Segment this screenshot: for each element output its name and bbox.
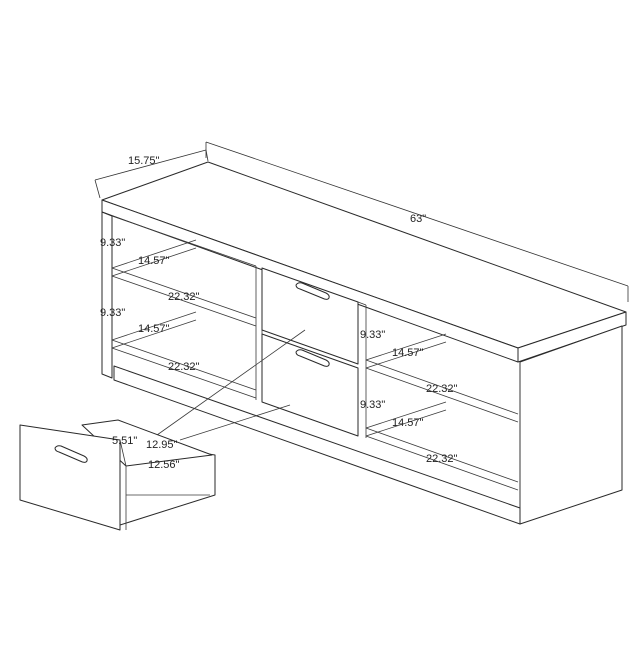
cabinet-top-side-edge <box>517 311 627 363</box>
shelf-width-lower-left-label: 22.32" <box>168 361 200 373</box>
right-compartment <box>365 333 519 491</box>
upper-drawer-handle <box>295 282 330 300</box>
shelf-depth-lower-right-label: 14.57" <box>392 417 424 429</box>
width-label: 63" <box>410 213 426 225</box>
shelf-depth-upper-right-label: 14.57" <box>392 347 424 359</box>
detail-leader-lines <box>149 329 306 441</box>
drawer-detail-handle <box>54 445 88 463</box>
drawer-detail-front <box>19 424 121 531</box>
shelf-depth-lower-left-label: 14.57" <box>138 323 170 335</box>
shelf-height-upper-left-label: 9.33" <box>100 237 125 249</box>
depth-label: 15.75" <box>128 155 160 167</box>
drawer-height-label: 5.51" <box>112 435 137 447</box>
shelf-width-upper-right-label: 22.32" <box>426 383 458 395</box>
drawer-depth-label: 12.95" <box>146 439 178 451</box>
cabinet-left-side <box>101 211 113 379</box>
lower-drawer-handle <box>295 349 330 367</box>
drawer-detail <box>19 419 216 531</box>
shelf-height-upper-right-label: 9.33" <box>360 329 385 341</box>
shelf-width-lower-right-label: 22.32" <box>426 453 458 465</box>
drawer-width-label: 12.56" <box>148 459 180 471</box>
drawer-section <box>261 267 367 438</box>
lower-drawer-front <box>261 333 359 437</box>
upper-drawer-front <box>261 267 359 365</box>
shelf-width-upper-left-label: 22.32" <box>168 291 200 303</box>
shelf-height-lower-left-label: 9.33" <box>100 307 125 319</box>
cabinet-top <box>101 161 627 349</box>
shelf-height-lower-right-label: 9.33" <box>360 399 385 411</box>
width-dimension-line <box>205 141 629 302</box>
cabinet-plinth <box>113 365 521 525</box>
shelf-depth-upper-left-label: 14.57" <box>138 255 170 267</box>
